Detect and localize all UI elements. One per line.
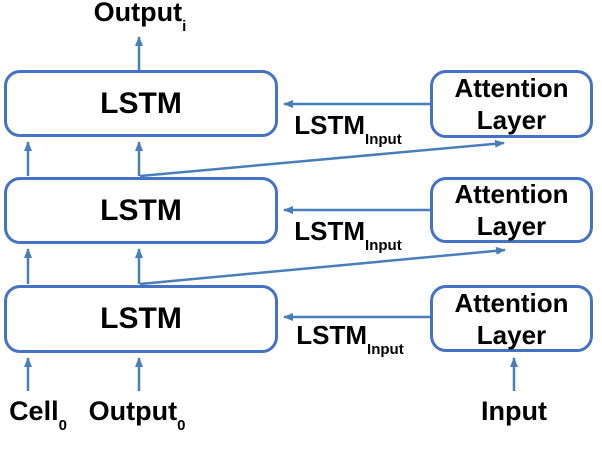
lstm-box-3: LSTM xyxy=(4,285,278,353)
attention-box-2-line2: Layer xyxy=(476,211,547,241)
attention-box-3-line1: Attention xyxy=(454,287,569,318)
attention-box-2-line1: Attention xyxy=(454,179,569,209)
attention-box-1-line2: Layer xyxy=(476,105,547,135)
lstm-input-label-3-main: LSTM xyxy=(296,320,368,350)
lstm-box-1-label: LSTM xyxy=(100,86,182,120)
attention-box-1-line1: Attention xyxy=(454,73,569,103)
output-i-label: Outputi xyxy=(58,0,222,34)
lstm-input-label-1-main: LSTM xyxy=(294,110,366,140)
cell0-label-sub: 0 xyxy=(58,417,67,435)
lstm-input-label-3: LSTMInput xyxy=(291,320,409,357)
attention-box-2: Attention Layer xyxy=(430,177,593,243)
lstm-input-label-2-main: LSTM xyxy=(294,216,366,246)
lstm-box-2-label: LSTM xyxy=(100,193,182,227)
output-i-label-main: Output xyxy=(93,0,183,27)
input-label-main: Input xyxy=(481,396,547,426)
output0-label: Output0 xyxy=(82,396,192,433)
lstm-input-label-1: LSTMInput xyxy=(289,110,407,147)
lstm-input-label-1-sub: Input xyxy=(365,131,402,149)
lstm-box-3-label: LSTM xyxy=(100,302,182,335)
lstm-input-label-2: LSTMInput xyxy=(289,216,407,253)
attention-box-3: Attention Layer xyxy=(430,285,593,352)
attention-box-3-line2: Layer xyxy=(476,319,547,350)
lstm-input-label-2-sub: Input xyxy=(365,237,402,255)
lstm-box-1: LSTM xyxy=(4,70,278,137)
cell0-label: Cell0 xyxy=(6,396,70,433)
arrow-lstm2-to-attention1 xyxy=(139,139,505,178)
cell0-label-main: Cell xyxy=(9,396,59,426)
output0-label-sub: 0 xyxy=(177,417,186,435)
arrow-lstm3-to-attention2 xyxy=(139,246,506,286)
attention-box-1: Attention Layer xyxy=(430,70,593,138)
lstm-input-label-3-sub: Input xyxy=(367,341,404,359)
input-label: Input xyxy=(478,396,550,427)
output-i-label-sub: i xyxy=(182,18,187,36)
lstm-box-2: LSTM xyxy=(4,177,278,244)
output0-label-main: Output xyxy=(88,396,178,426)
